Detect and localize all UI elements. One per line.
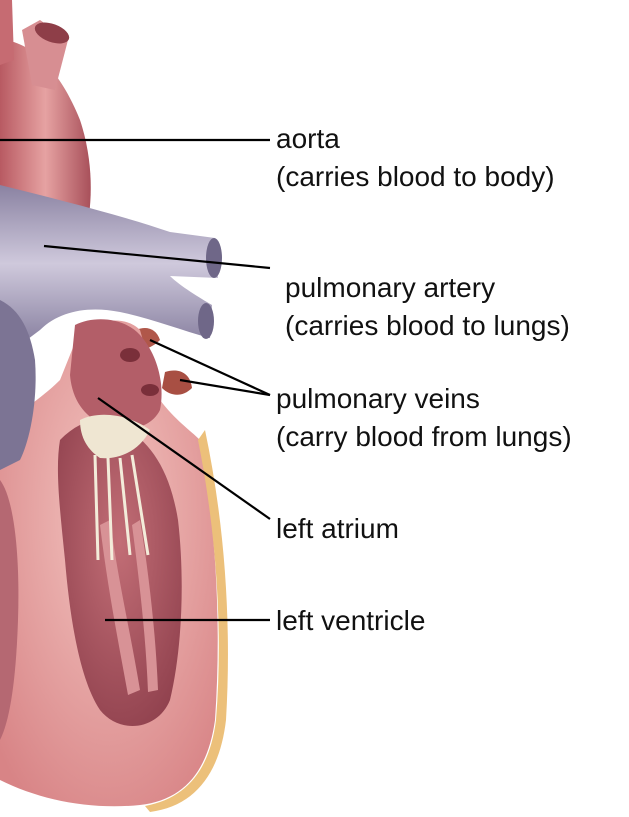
label-aorta-name: aorta — [276, 123, 340, 154]
label-aorta: aorta (carries blood to body) — [276, 120, 555, 196]
label-pulmonary-veins: pulmonary veins (carry blood from lungs) — [276, 380, 572, 456]
label-pulmonary-veins-desc: (carry blood from lungs) — [276, 421, 572, 452]
left-atrium-cavity — [70, 319, 162, 429]
label-pulmonary-veins-name: pulmonary veins — [276, 383, 480, 414]
pulmonary-artery-leader — [43, 244, 271, 270]
left-ventricle-cavity — [57, 420, 182, 727]
aorta-shape — [0, 0, 91, 235]
label-left-ventricle: left ventricle — [276, 602, 425, 640]
label-pulmonary-artery: pulmonary artery (carries blood to lungs… — [285, 269, 570, 345]
label-left-atrium-name: left atrium — [276, 513, 399, 544]
pulmonary-vein-leader-upper — [149, 339, 271, 396]
pulmonary-artery-shape — [0, 185, 222, 360]
label-aorta-desc: (carries blood to body) — [276, 161, 555, 192]
label-left-ventricle-name: left ventricle — [276, 605, 426, 636]
label-pulmonary-artery-name: pulmonary artery — [285, 272, 496, 303]
pulmonary-vein-leader-lower — [179, 378, 271, 397]
label-left-atrium: left atrium — [276, 510, 399, 548]
mitral-valve — [80, 414, 150, 561]
right-heart-section — [0, 300, 36, 740]
leader-lines — [0, 138, 271, 622]
left-atrium-leader — [97, 397, 271, 520]
label-pulmonary-artery-desc: (carries blood to lungs) — [285, 310, 570, 341]
